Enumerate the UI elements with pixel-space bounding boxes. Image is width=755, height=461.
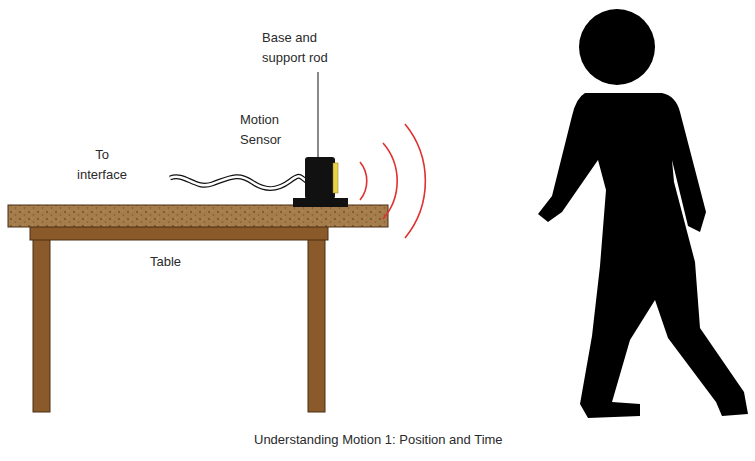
part-label: Base and support rod (262, 28, 352, 68)
walking-person (538, 9, 748, 418)
sensor-base (293, 198, 348, 207)
cable (170, 176, 308, 188)
support-rod (317, 72, 319, 160)
part-label: To interface (70, 145, 134, 185)
part-label: Table (150, 252, 181, 272)
sound-waves (360, 124, 425, 238)
sensor-face (333, 163, 338, 193)
motion-sensor (305, 157, 335, 199)
figure-caption: Understanding Motion 1: Position and Tim… (254, 430, 503, 450)
part-label: Motion Sensor (240, 110, 302, 150)
table (8, 205, 388, 412)
